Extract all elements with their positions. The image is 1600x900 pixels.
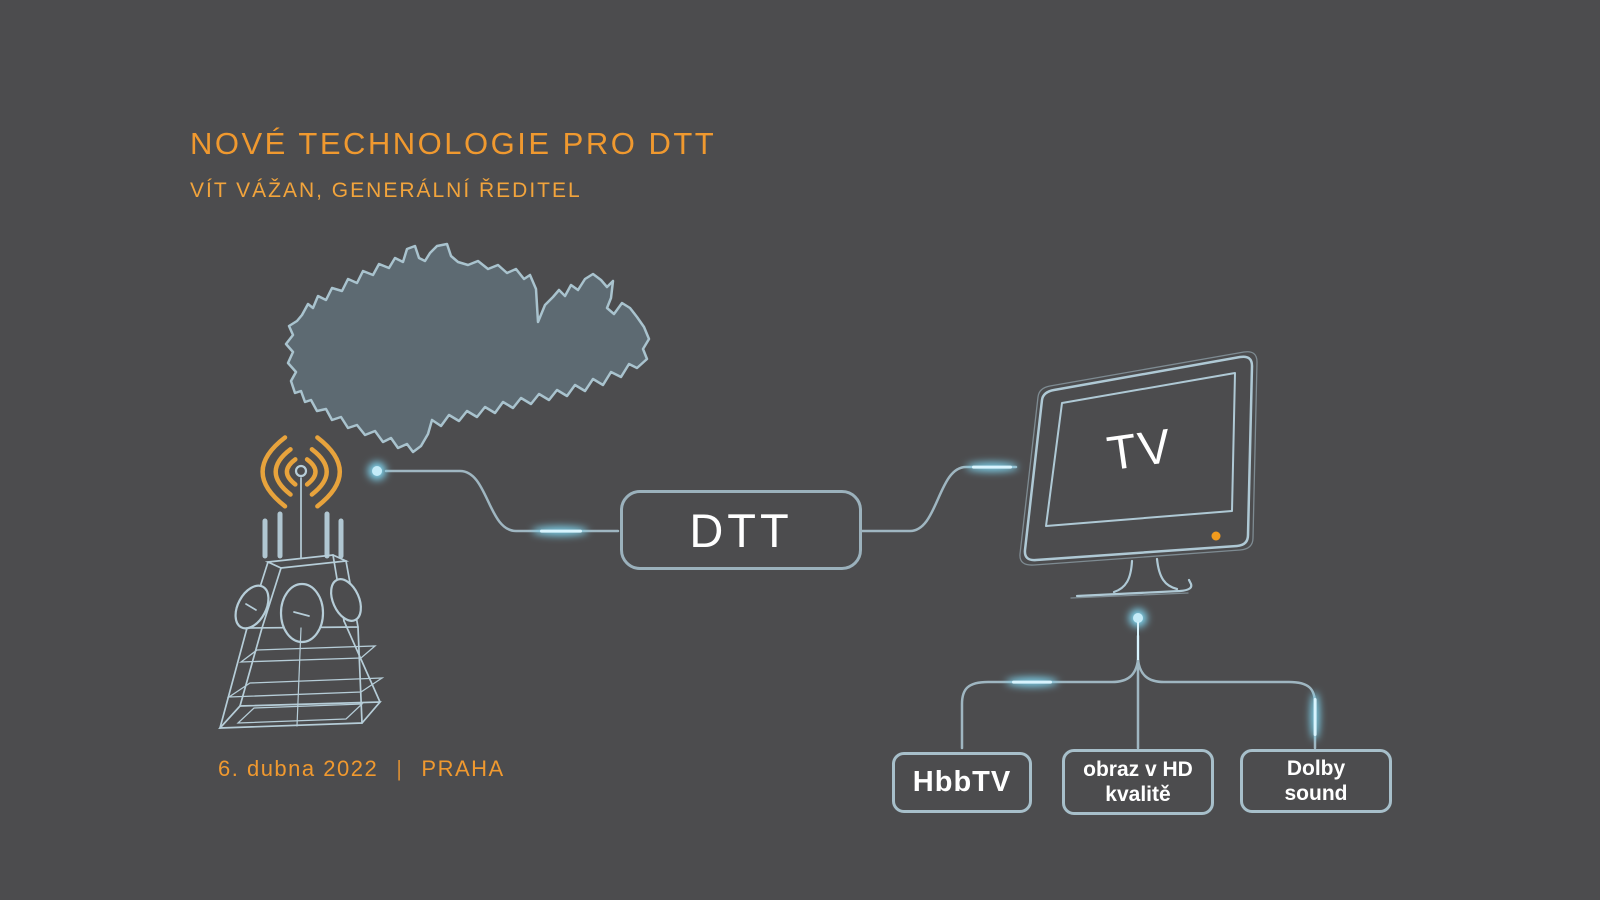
feature-label-line2: sound	[1284, 782, 1348, 805]
flow-line-branch-left	[960, 658, 1140, 750]
feature-box-dolby: Dolby sound	[1240, 749, 1392, 813]
tower-antenna-tip	[294, 464, 308, 478]
signal-pulse-branch-left	[1006, 677, 1058, 687]
tower-base	[218, 701, 382, 729]
dtt-box: DTT	[620, 490, 862, 570]
feature-label-line1: obraz v HD	[1083, 757, 1193, 781]
flow-line-tower-to-dtt	[384, 469, 620, 533]
tv-stand-base	[1075, 578, 1193, 598]
tv-stand-neck	[1112, 557, 1179, 594]
signal-pulse-tv-line	[966, 462, 1018, 472]
tower-dish-center	[279, 582, 325, 644]
signal-pulse-dot-under-tv	[1129, 609, 1147, 662]
tower-dish-right	[330, 578, 362, 622]
radio-tower-icon	[218, 464, 385, 729]
tv-outer-frame	[1023, 355, 1254, 562]
slide-footer: 6. dubna 2022 | PRAHA	[218, 756, 505, 782]
signal-pulse-dot-tower	[368, 462, 386, 480]
flow-line-branch-right	[1136, 658, 1317, 750]
slide-title: NOVÉ TECHNOLOGIE PRO DTT	[190, 126, 717, 161]
tv-label: TV	[1104, 420, 1176, 482]
signal-waves-icon	[260, 435, 343, 509]
tv-screen	[1045, 372, 1236, 527]
feature-box-hbbtv: HbbTV	[892, 752, 1032, 813]
slide-subtitle: VÍT VÁŽAN, GENERÁLNÍ ŘEDITEL	[190, 179, 582, 202]
tv-power-led	[1211, 531, 1221, 541]
tower-brace-upper	[238, 645, 377, 663]
footer-date: 6. dubna 2022	[218, 756, 379, 781]
feature-label-line2: kvalitě	[1105, 783, 1171, 806]
feature-label: HbbTV	[912, 766, 1012, 798]
footer-separator: |	[396, 756, 404, 781]
tower-center-post	[296, 627, 302, 727]
signal-pulse-branch-right	[1310, 692, 1320, 740]
tower-top-antennas	[262, 511, 344, 559]
footer-location: PRAHA	[421, 756, 505, 781]
tower-legs	[219, 620, 381, 729]
czech-republic-map	[284, 242, 651, 454]
flow-line-dtt-to-tv	[860, 465, 1018, 533]
feature-label-line1: Dolby	[1286, 756, 1346, 780]
dtt-label: DTT	[689, 503, 793, 557]
tower-brace-lower	[226, 677, 385, 698]
tower-dish-feeds	[245, 603, 310, 617]
tv-stand-base-sketch	[1070, 592, 1189, 599]
tv-outer-sketch	[1019, 351, 1258, 566]
tv-monitor-icon	[1019, 351, 1258, 599]
signal-pulse-dtt-line	[532, 526, 588, 536]
feature-box-hd-quality: obraz v HD kvalitě	[1062, 749, 1214, 815]
tower-base-inner	[236, 703, 364, 724]
